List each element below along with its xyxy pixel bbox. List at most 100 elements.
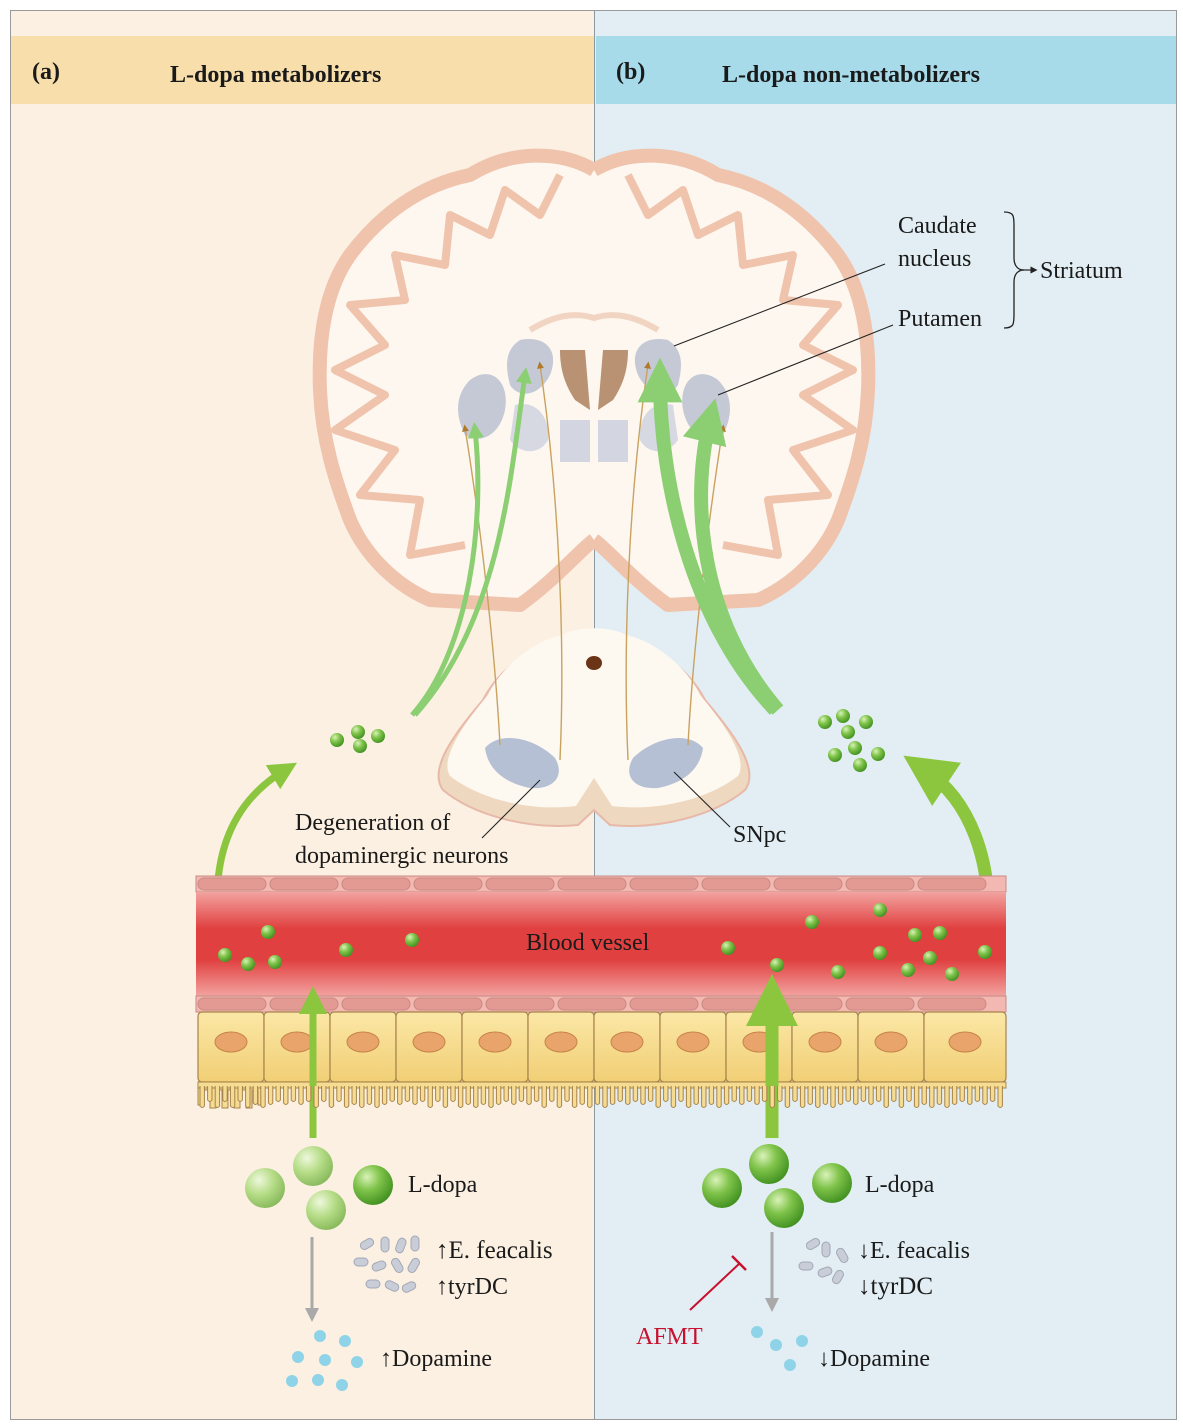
- microvillus: [298, 1086, 304, 1105]
- microvillus: [640, 1086, 646, 1105]
- microvillus: [275, 1086, 281, 1102]
- microvillus: [967, 1086, 973, 1105]
- ventricle-left: [560, 350, 590, 410]
- microvillus: [321, 1086, 327, 1102]
- microvillus: [328, 1086, 335, 1108]
- microvillus: [921, 1086, 927, 1105]
- leader-snpc: [673, 771, 731, 828]
- microvillus: [480, 1086, 487, 1105]
- arrow-ldopa-to-putamen-a: [410, 422, 484, 717]
- microvillus: [609, 1086, 616, 1105]
- leader-putamen: [717, 324, 894, 396]
- microvillus: [822, 1086, 829, 1105]
- intestinal-epithelium: [197, 1011, 1007, 1109]
- microvillus: [875, 1086, 882, 1102]
- microvillus: [997, 1086, 1003, 1108]
- microvillus: [837, 1086, 844, 1105]
- microvillus: [761, 1086, 768, 1102]
- snpc-right: [629, 737, 703, 789]
- microvillus: [959, 1086, 965, 1102]
- caudate-label-line2: nucleus: [898, 246, 972, 272]
- microvillus: [556, 1086, 563, 1108]
- microvillus: [883, 1086, 889, 1108]
- microvillus: [898, 1086, 905, 1108]
- panel-b-dopamine-label: ↓Dopamine: [818, 1346, 930, 1372]
- microvillus: [647, 1086, 654, 1102]
- thalamus-right: [598, 420, 628, 462]
- microvillus: [359, 1086, 365, 1108]
- microvillus: [769, 1086, 775, 1108]
- microvillus: [982, 1086, 988, 1105]
- microvillus: [237, 1086, 243, 1102]
- microvillus: [906, 1086, 912, 1102]
- microvillus: [442, 1086, 449, 1108]
- bacteria-cluster-a: [353, 1235, 420, 1293]
- microvillus: [252, 1086, 259, 1105]
- microvillus: [305, 1086, 312, 1102]
- microvillus: [222, 1086, 228, 1102]
- microvillus: [412, 1086, 418, 1105]
- panel-b-enzyme-label: ↓tyrDC: [858, 1273, 933, 1300]
- brain-outline-right: [589, 148, 876, 612]
- gyri-left: [331, 173, 564, 559]
- panel-b-title: L-dopa non-metabolizers: [722, 62, 980, 88]
- microvillus: [723, 1086, 730, 1105]
- leader-caudate: [673, 263, 886, 347]
- gyri-right: [624, 173, 857, 559]
- microvillus: [587, 1086, 593, 1108]
- microvillus: [853, 1086, 859, 1105]
- ldopa-lumen-a: [245, 1146, 393, 1230]
- microvillus: [207, 1086, 213, 1102]
- panel-b-bacteria-label: ↓E. feacalis: [858, 1238, 970, 1264]
- caudate-label-line1: Caudate: [898, 213, 977, 239]
- microvillus: [541, 1086, 547, 1108]
- microvillus: [701, 1086, 707, 1108]
- microvillus: [891, 1086, 897, 1102]
- degeneration-label-line1: Degeneration of: [295, 810, 451, 836]
- microvillus: [313, 1086, 319, 1108]
- inhibition-line: [689, 1262, 741, 1311]
- microvillus: [397, 1086, 403, 1105]
- snpc-label: SNpc: [733, 822, 787, 848]
- microvillus: [343, 1086, 350, 1108]
- microvillus: [974, 1086, 981, 1102]
- microvillus: [435, 1086, 441, 1102]
- leader-degeneration: [481, 779, 541, 839]
- arrowhead-conversion-a: [305, 1308, 319, 1322]
- brain-section: [312, 148, 876, 612]
- microvillus: [549, 1086, 555, 1102]
- microvillus: [617, 1086, 623, 1102]
- microvillus: [366, 1086, 373, 1105]
- microvillus: [754, 1086, 760, 1105]
- snpc-left: [485, 737, 559, 789]
- ventricle-right: [598, 350, 628, 410]
- ldopa-in-vessel-a: [218, 925, 419, 971]
- blood-vessel-label: Blood vessel: [526, 930, 650, 956]
- panel-b-header-bar: [596, 36, 1177, 104]
- dopamine-particles-a: [286, 1330, 363, 1391]
- microvillus: [951, 1086, 958, 1105]
- microvillus: [830, 1086, 836, 1108]
- microvillus: [473, 1086, 479, 1108]
- microvillus: [845, 1086, 851, 1102]
- microvillus: [260, 1086, 266, 1108]
- microvillus: [518, 1086, 525, 1102]
- microvillus: [465, 1086, 471, 1105]
- microvillus: [655, 1086, 661, 1108]
- microvillus: [708, 1086, 715, 1105]
- microvillus: [868, 1086, 874, 1105]
- microvillus: [685, 1086, 692, 1108]
- ldopa-lumen-b: [702, 1144, 852, 1228]
- microvillus: [457, 1086, 464, 1108]
- microvillus: [989, 1086, 996, 1102]
- panel-a-ldopa-label: L-dopa: [408, 1172, 478, 1198]
- microvillus: [739, 1086, 745, 1105]
- microvillus: [663, 1086, 669, 1102]
- panel-a-bacteria-label: ↑E. feacalis: [436, 1237, 553, 1264]
- thalamus-left: [560, 420, 590, 462]
- microvillus: [290, 1086, 297, 1102]
- microvillus: [389, 1086, 395, 1102]
- panel-a-letter: (a): [32, 59, 60, 85]
